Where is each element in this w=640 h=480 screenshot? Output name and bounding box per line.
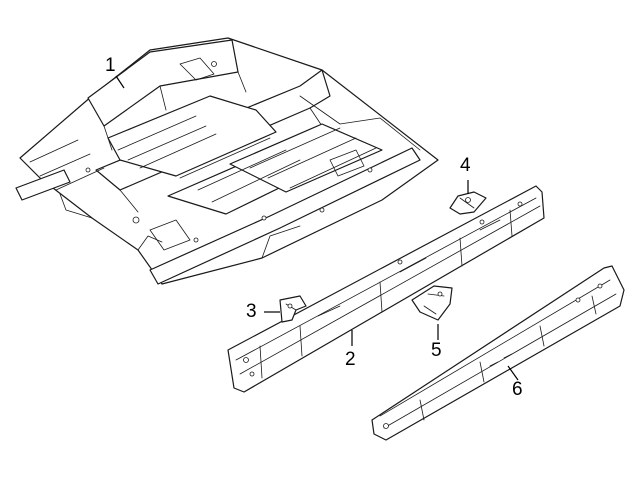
bracket-center-part xyxy=(411,285,453,321)
callout-2: 2 xyxy=(345,349,356,370)
callout-1: 1 xyxy=(105,55,116,76)
leader-lines xyxy=(115,75,519,381)
callout-3: 3 xyxy=(246,301,257,322)
callout-4: 4 xyxy=(460,155,471,176)
inner-rocker-panel-part xyxy=(227,185,545,393)
callout-6: 6 xyxy=(512,379,523,400)
bracket-left-part xyxy=(279,295,307,323)
floor-pan-part xyxy=(15,37,439,285)
rocker-reinforcement-part xyxy=(371,265,625,441)
callout-5: 5 xyxy=(431,340,442,361)
bracket-upper-part xyxy=(449,191,487,215)
